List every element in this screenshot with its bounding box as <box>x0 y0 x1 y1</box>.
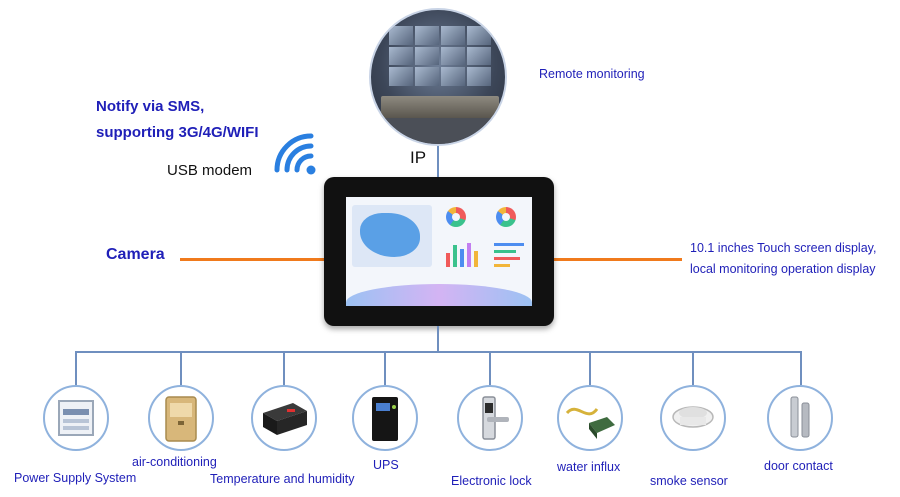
display-description-line-2: local monitoring operation display <box>690 262 876 276</box>
drop-line <box>489 351 491 385</box>
power-supply-cabinet-icon <box>43 385 109 451</box>
donut-chart-icon <box>446 207 466 227</box>
bar-list-graphic <box>494 241 528 267</box>
device-label-air-conditioning: air-conditioning <box>132 455 217 469</box>
device-label-power-supply: Power Supply System <box>14 471 137 485</box>
touch-screen-tablet <box>324 177 554 326</box>
air-conditioner-icon <box>148 385 214 451</box>
display-connector-line <box>552 258 682 261</box>
device-label-temperature-humidity: Temperature and humidity <box>210 472 355 486</box>
remote-monitoring-label: Remote monitoring <box>539 67 645 81</box>
camera-label: Camera <box>106 246 165 263</box>
water-leak-sensor-icon <box>557 385 623 451</box>
electronic-lock-icon <box>457 385 523 451</box>
device-label-smoke-sensor: smoke sensor <box>650 474 728 488</box>
china-map-graphic <box>352 205 432 267</box>
drop-line <box>75 351 77 385</box>
notify-line-1: Notify via SMS, <box>96 98 205 115</box>
door-contact-icon <box>767 385 833 451</box>
wave-graphic <box>346 284 532 306</box>
wifi-icon <box>274 133 316 175</box>
device-label-ups: UPS <box>373 458 399 472</box>
bus-trunk-line <box>437 326 439 352</box>
drop-line <box>800 351 802 385</box>
drop-line <box>180 351 182 385</box>
display-description-line-1: 10.1 inches Touch screen display, <box>690 241 877 255</box>
device-bus-line <box>75 351 802 353</box>
donut-chart-icon <box>496 207 516 227</box>
usb-modem-label: USB modem <box>167 162 253 179</box>
dashboard-screen <box>346 197 532 306</box>
device-label-electronic-lock: Electronic lock <box>451 474 532 488</box>
notify-line-2: supporting 3G/4G/WIFI <box>96 124 259 141</box>
device-label-water-influx: water influx <box>557 460 621 474</box>
ups-icon <box>352 385 418 451</box>
bar-chart-graphic <box>444 241 484 267</box>
drop-line <box>589 351 591 385</box>
ip-label: IP <box>410 148 427 167</box>
camera-connector-line <box>180 258 326 261</box>
control-room-photo <box>369 8 507 146</box>
drop-line <box>384 351 386 385</box>
device-label-door-contact: door contact <box>764 459 833 473</box>
ip-connector-line <box>437 146 439 177</box>
drop-line <box>283 351 285 385</box>
smoke-detector-icon <box>660 385 726 451</box>
temperature-humidity-sensor-icon <box>251 385 317 451</box>
drop-line <box>692 351 694 385</box>
